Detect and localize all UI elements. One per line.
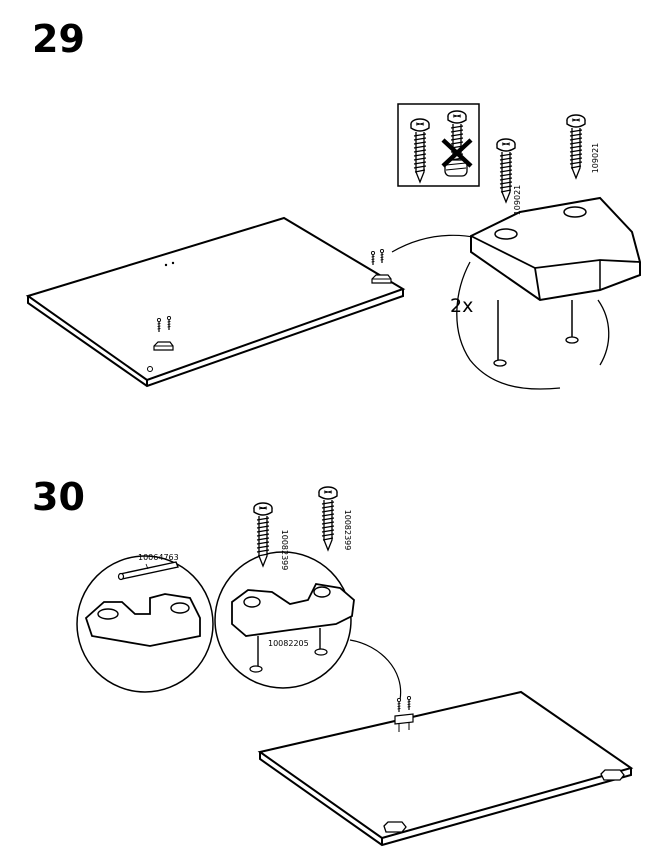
callout-line-30	[349, 639, 402, 701]
screw-code-label-3: 10082399	[280, 530, 289, 571]
connector-code-label: 10082205	[268, 639, 309, 648]
cross-mark-icon	[441, 138, 473, 168]
screw-code-label-1: 109021	[513, 185, 522, 216]
wrong-screw-icon	[444, 110, 468, 177]
pin-code-label: 10064763	[138, 553, 179, 562]
step-number-29: 29	[32, 17, 85, 61]
connector-detail-circle: 10082205	[214, 551, 355, 689]
screw-4-icon	[318, 486, 338, 551]
foot-enlarged	[470, 196, 641, 367]
connector-on-board	[394, 695, 414, 732]
wooden-pin-icon	[117, 561, 179, 581]
foot-right-30	[600, 769, 625, 781]
screw-comparison-box	[397, 103, 480, 187]
screw-code-label-2: 109021	[591, 143, 600, 174]
foot-back	[370, 248, 392, 284]
screw-2-icon	[566, 114, 586, 179]
board-panel-30	[257, 690, 634, 847]
step-number-30: 30	[32, 475, 85, 519]
screw-code-label-4: 10082399	[343, 510, 352, 551]
step-30-diagram: 10064763 10082205 10082399 10082399	[76, 486, 634, 847]
foot-left-30	[383, 821, 407, 833]
quantity-label: 2x	[450, 295, 473, 317]
board-panel-29	[25, 216, 406, 388]
step-29-diagram: 109021 109021 2x	[25, 103, 641, 390]
pin-detail-circle: 10064763	[76, 553, 214, 693]
